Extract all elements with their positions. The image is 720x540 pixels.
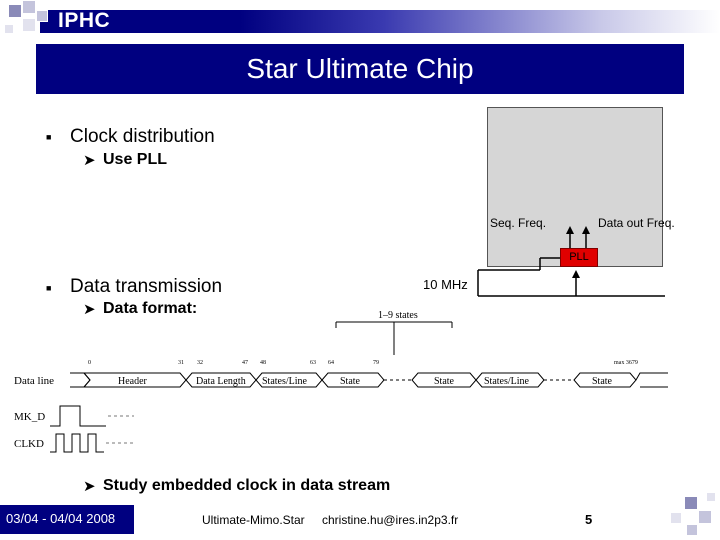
pll-label: PLL (569, 251, 589, 263)
states-count-label: 1–9 states (378, 310, 418, 321)
tick-label: 47 (242, 360, 248, 366)
footer-project: Ultimate-Mimo.Star (202, 513, 305, 527)
decor-square (4, 24, 14, 34)
decor-square (36, 10, 48, 22)
tick-label: 64 (328, 360, 334, 366)
tick-label: 79 (373, 360, 379, 366)
segment-state: State (434, 376, 455, 387)
seq-freq-label: Seq. Freq. (490, 216, 547, 230)
sub-bullet-embedded-clock: Study embedded clock in data stream (103, 477, 391, 494)
segment-header: Header (118, 376, 148, 387)
decor-square (684, 496, 698, 510)
bullet-clock-distribution: Clock distribution (70, 126, 215, 147)
sub-bullet-arrow-icon: ➤ (83, 152, 96, 169)
tick-label: 48 (260, 360, 266, 366)
footer-email: christine.hu@ires.in2p3.fr (322, 513, 459, 527)
title-bar (36, 44, 684, 94)
decor-square (22, 18, 36, 32)
decor-square (8, 4, 22, 18)
bullet-data-transmission: Data transmission (70, 276, 223, 297)
decor-square (686, 524, 698, 536)
segment-state: State (592, 376, 613, 387)
tick-label: 32 (197, 360, 203, 366)
sub-bullet-use-pll: Use PLL (103, 151, 168, 168)
chip-block (487, 107, 663, 267)
footer-date-bar (0, 505, 134, 534)
input-frequency-label: 10 MHz (423, 277, 468, 292)
sub-bullet-arrow-icon: ➤ (83, 478, 96, 495)
bullet-marker-icon: ■ (46, 132, 52, 142)
pll-block (560, 248, 598, 267)
signal-label-clkd: CLKD (14, 438, 44, 450)
decor-square (706, 492, 716, 502)
tick-label: 63 (310, 360, 316, 366)
footer-date: 03/04 - 04/04 2008 (6, 511, 116, 526)
decor-square (698, 510, 712, 524)
signal-label-data-line: Data line (14, 375, 54, 387)
tick-label: 31 (178, 360, 184, 366)
sub-bullet-arrow-icon: ➤ (83, 301, 96, 318)
decor-square (670, 512, 682, 524)
signal-label-mk-d: MK_D (14, 411, 45, 423)
bullet-marker-icon: ■ (46, 283, 52, 293)
slide-title: Star Ultimate Chip (246, 53, 474, 84)
data-out-freq-label: Data out Freq. (598, 216, 675, 230)
segment-state: State (340, 376, 361, 387)
tick-label: max 3679 (614, 360, 638, 366)
tick-label: 0 (88, 360, 91, 366)
header-bar-gradient (240, 10, 720, 33)
brand-logo-text: IPHC (58, 9, 111, 32)
sub-bullet-data-format: Data format: (103, 300, 198, 317)
segment-states-line: States/Line (484, 376, 530, 387)
page-number: 5 (585, 512, 593, 527)
segment-states-line: States/Line (262, 376, 308, 387)
segment-data-length: Data Length (196, 376, 246, 387)
decor-square (22, 0, 36, 14)
